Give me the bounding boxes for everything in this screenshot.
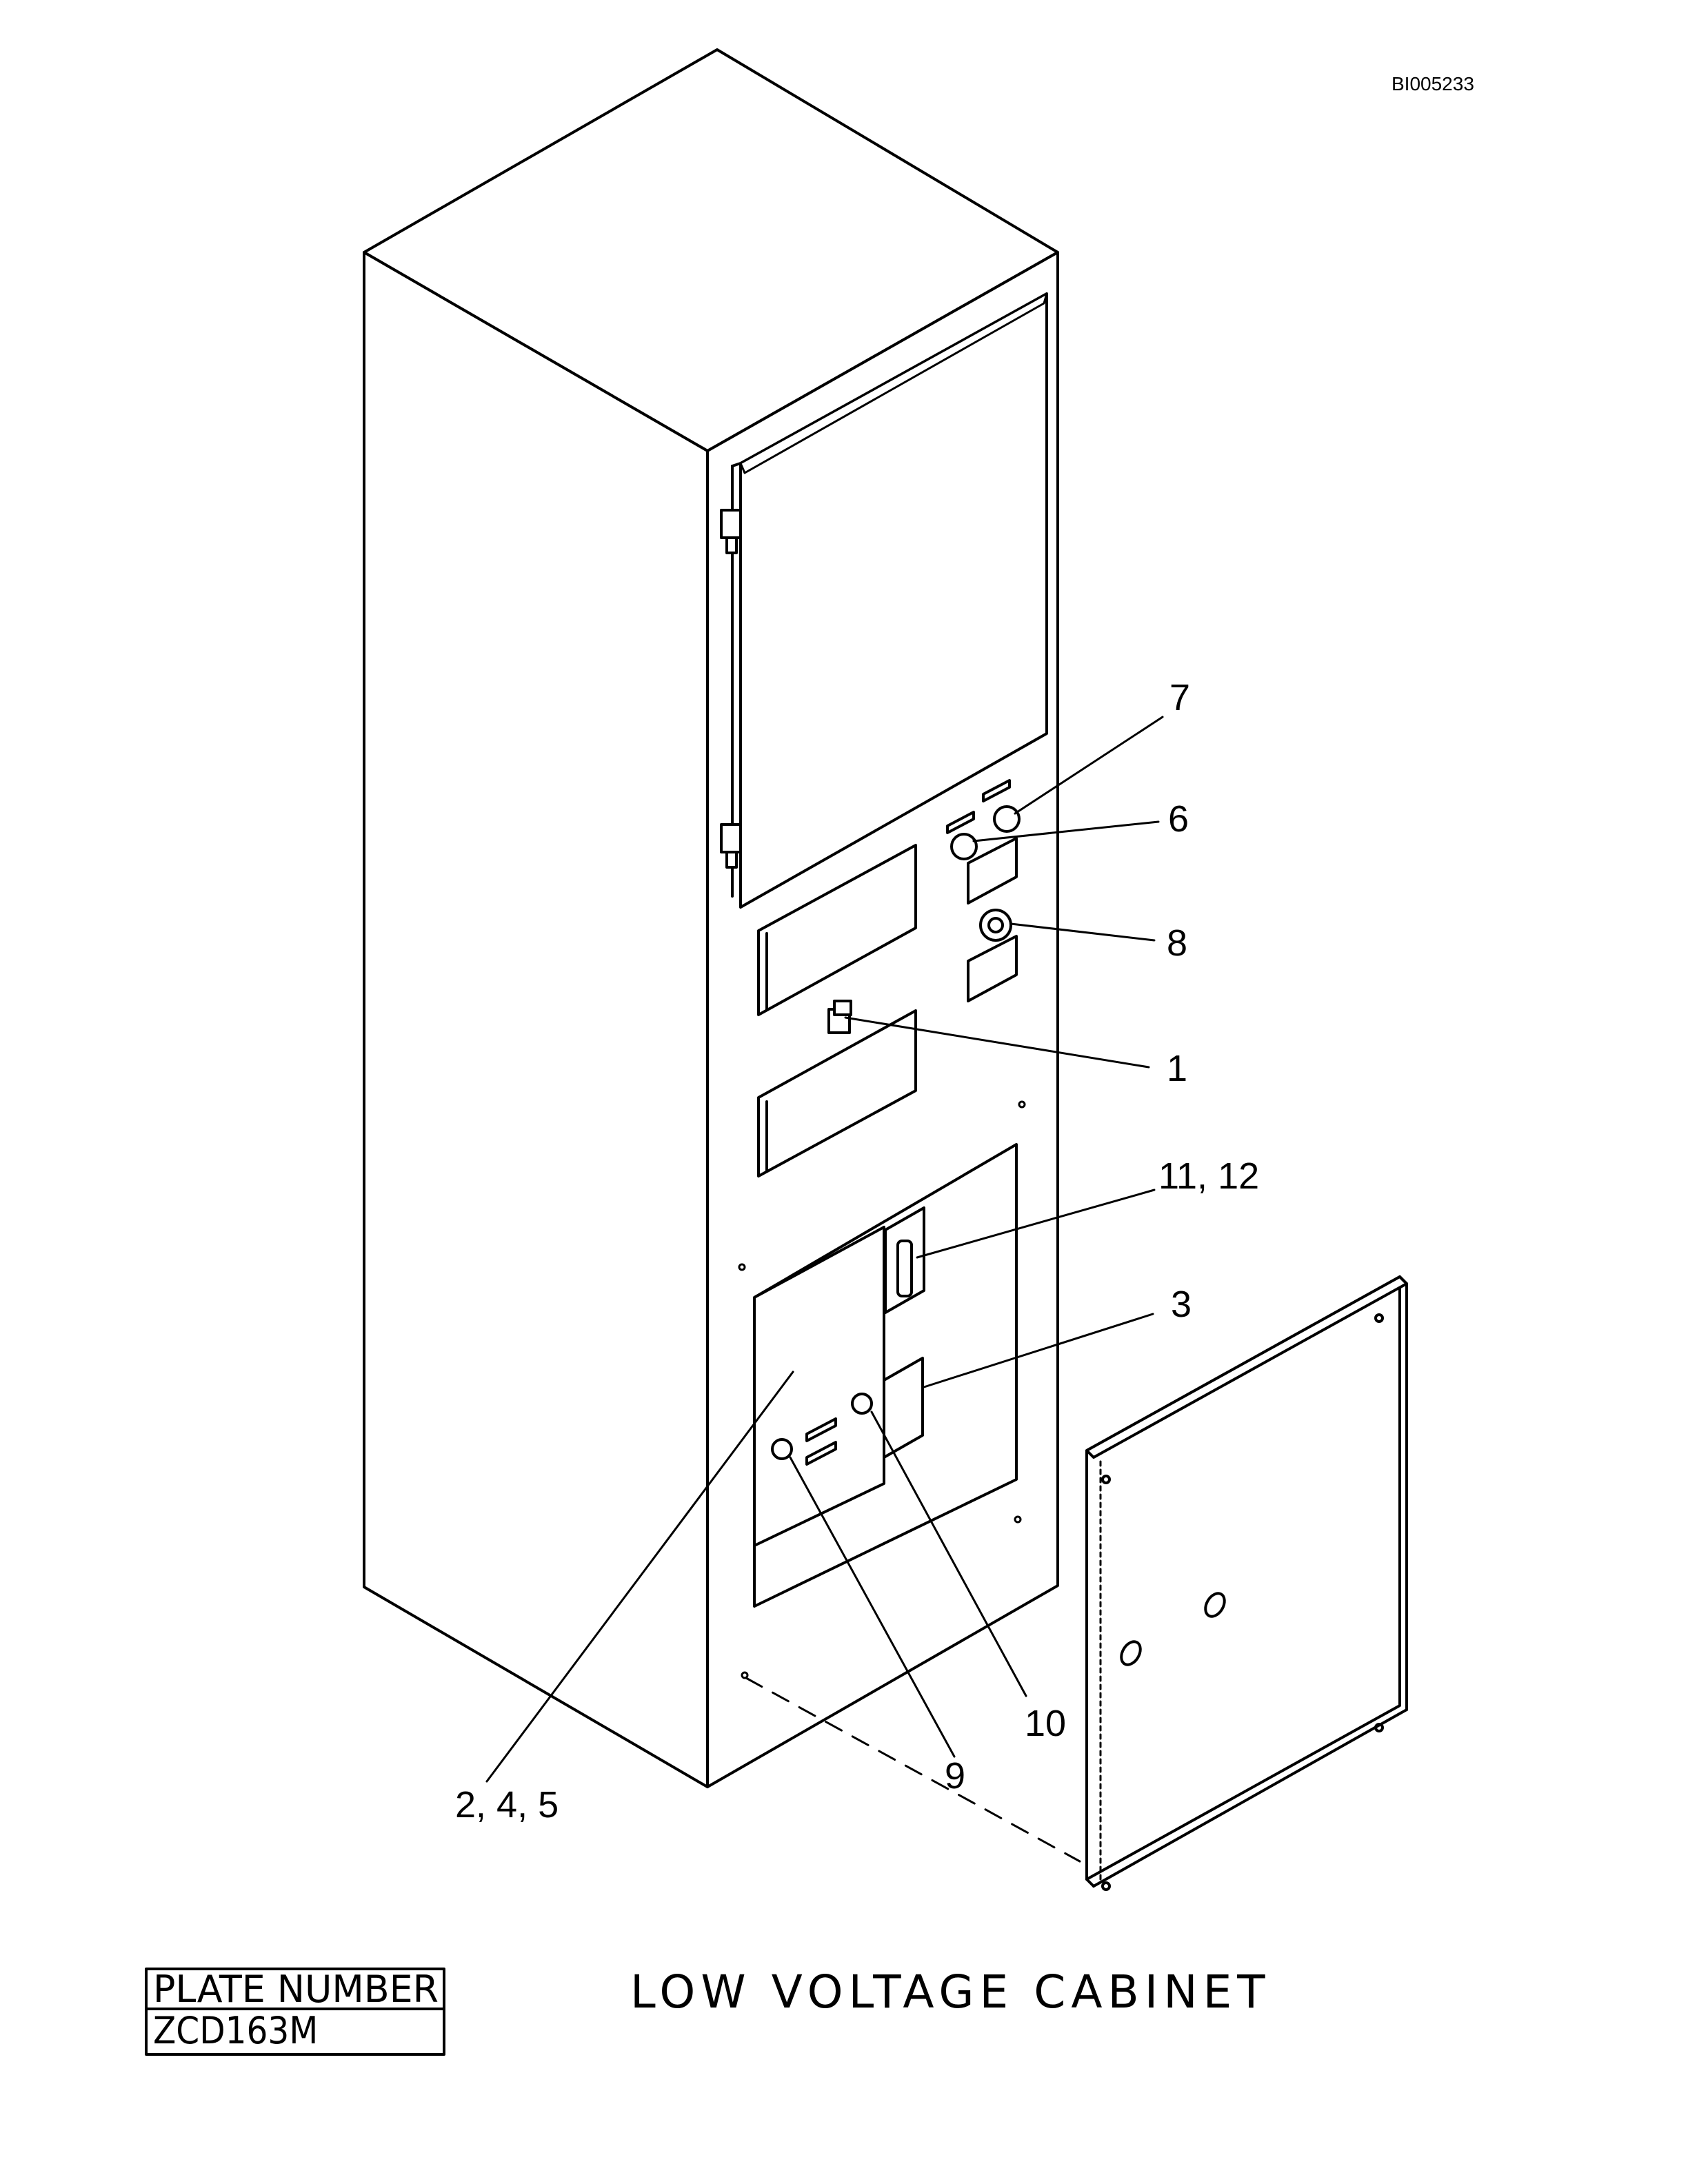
- callout-9: 9: [945, 1755, 965, 1797]
- cabinet-body: [363, 48, 1059, 1788]
- callout-3: 3: [1171, 1284, 1192, 1325]
- plate-number-box: [145, 1968, 445, 2056]
- cover-hole-icon: [1204, 1592, 1226, 1618]
- hole-9-icon: [771, 1438, 793, 1460]
- callout-8: 8: [1167, 922, 1187, 964]
- indicator-lamps: [946, 779, 1021, 860]
- control-panels: [967, 837, 1018, 1002]
- callout-7: 7: [1169, 677, 1190, 718]
- callout-10: 10: [1025, 1703, 1066, 1744]
- alignment-dashed-line: [745, 1677, 1081, 1863]
- switch-icon: [827, 1000, 852, 1034]
- plate-number-value: ZCD163M: [153, 2009, 318, 2052]
- indicator-lamp-7-icon: [993, 805, 1021, 833]
- upper-door: [731, 292, 1048, 909]
- drawing-title: LOW VOLTAGE CABINET: [630, 1965, 1271, 2019]
- inner-subpanel: [753, 1226, 885, 1547]
- leader-lines: [485, 716, 1164, 1783]
- callout-11-12: 11, 12: [1158, 1155, 1259, 1197]
- hinge-icon-top: [720, 509, 742, 554]
- meter-panel-lower: [757, 1009, 917, 1177]
- callout-2-4-5: 2, 4, 5: [455, 1784, 559, 1826]
- callout-6: 6: [1168, 798, 1189, 840]
- screw-holes: [738, 1100, 1026, 1679]
- indicator-lamp-6-icon: [950, 833, 978, 860]
- document-id: BI005233: [1391, 73, 1474, 94]
- cover-panel: [1085, 1275, 1408, 1891]
- hinge-icon-bottom: [720, 823, 742, 869]
- callout-1: 1: [1167, 1048, 1187, 1089]
- meter-panel-upper: [757, 844, 917, 1016]
- cover-hole-icon: [1120, 1640, 1142, 1666]
- selector-switch-icon: [979, 909, 1012, 942]
- hole-10-icon: [851, 1393, 873, 1415]
- plate-number-label: PLATE NUMBER: [153, 1968, 439, 2011]
